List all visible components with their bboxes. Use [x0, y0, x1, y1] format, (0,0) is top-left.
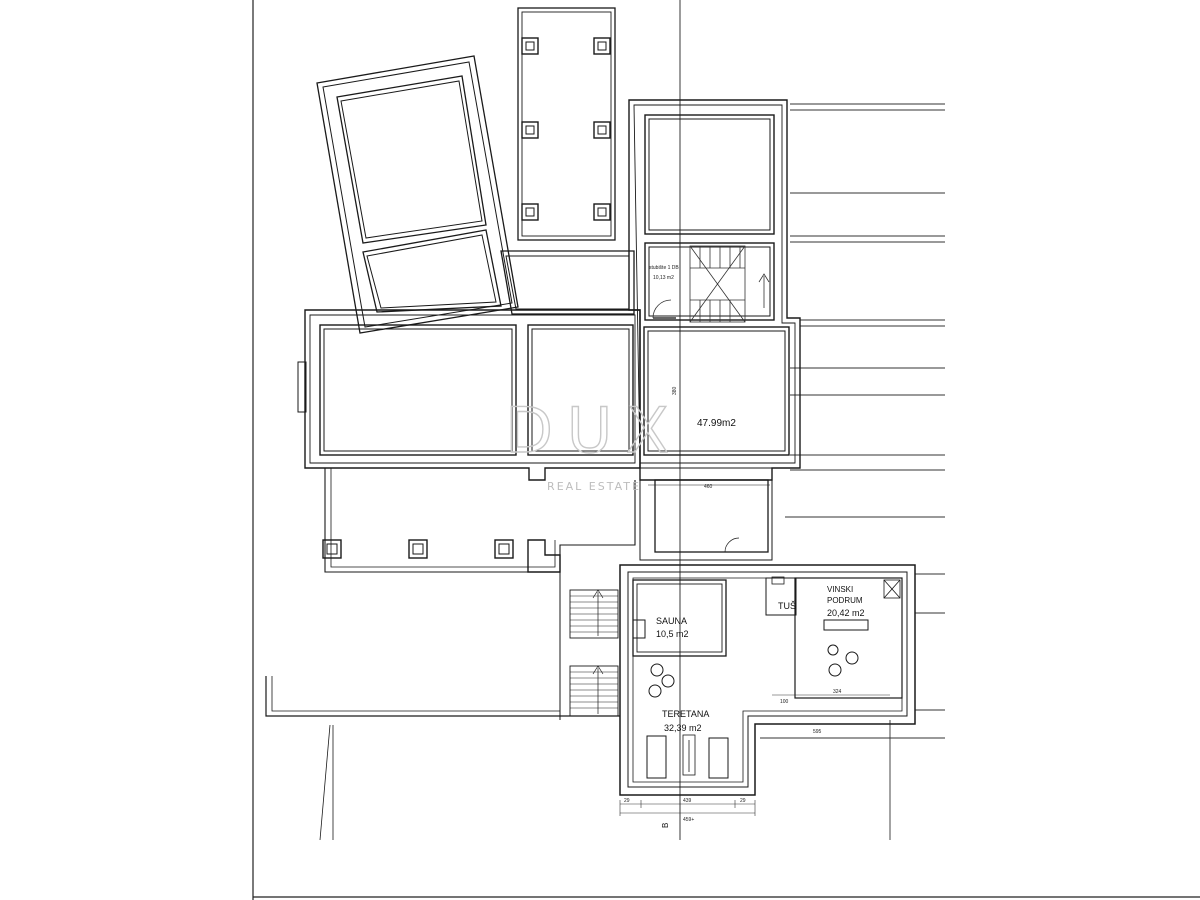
gym-label: TERETANA [662, 709, 709, 719]
dimension-text: 324 [833, 689, 842, 695]
dimension-text: 100 [780, 699, 789, 705]
dimension-lines [619, 694, 890, 816]
sheet-border [252, 0, 1200, 900]
shower-label: TUŠ [778, 601, 796, 611]
dimension-text: 460 [704, 484, 713, 490]
dimension-text: 29 [624, 798, 630, 804]
sauna-label: SAUNA [656, 616, 687, 626]
dimension-text: 439 [683, 798, 692, 804]
dimension-text: 595 [813, 729, 822, 735]
wine-cellar-label-2: PODRUM [827, 596, 863, 605]
dimension-text: 380 [672, 386, 678, 395]
tilted-wing [316, 55, 519, 334]
shower-room [765, 576, 797, 616]
stairwell-area: 10,13 m2 [653, 275, 674, 281]
section-marker: B [661, 823, 670, 828]
watermark-logo: DUX [505, 394, 683, 467]
dimension-text: 29 [740, 798, 746, 804]
stairs [652, 245, 770, 323]
retaining-wall [265, 676, 620, 841]
living-room-area: 47.99m2 [697, 418, 736, 429]
terrace [322, 468, 636, 573]
gym-equipment [646, 663, 729, 779]
dimension-text: 459+ [683, 817, 694, 823]
wine-cellar-label-1: VINSKI [827, 585, 853, 594]
wine-cellar-area: 20,42 m2 [827, 608, 865, 618]
extension-lines [760, 103, 945, 840]
wine-cellar-room [794, 577, 903, 699]
gym-area: 32,39 m2 [664, 723, 702, 733]
sauna-area: 10,5 m2 [656, 629, 689, 639]
pergola-columns [521, 37, 611, 221]
watermark-tagline: REAL ESTATE [547, 480, 641, 493]
stairwell-label: stubište 1 DB [649, 265, 679, 271]
left-block [297, 309, 641, 481]
sauna-room [632, 579, 727, 657]
corridor [639, 467, 773, 561]
